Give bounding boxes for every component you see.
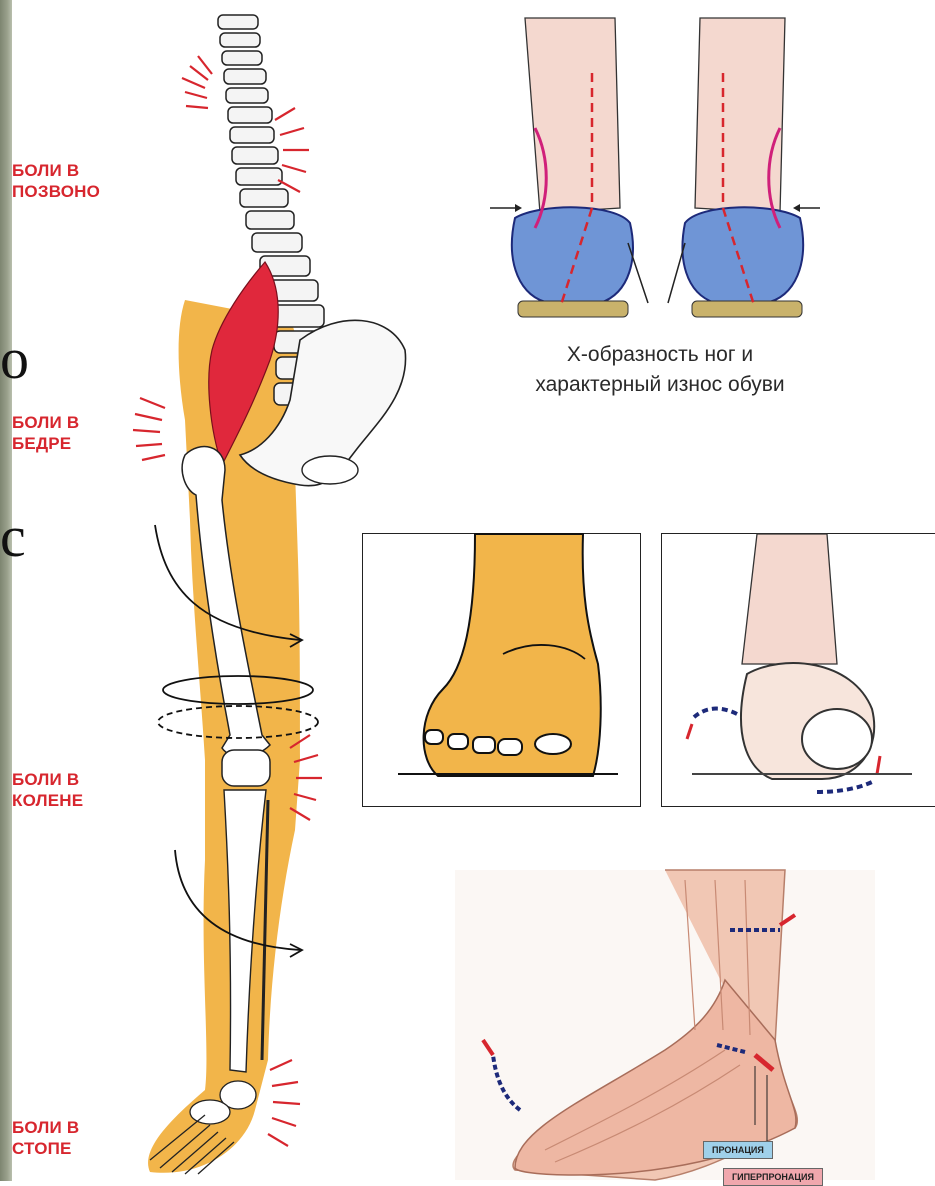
caption-line-2: характерный износ обуви xyxy=(470,370,850,400)
pain-label-hip: БОЛИ В БЕДРЕ xyxy=(12,412,79,454)
flat-foot-illustration xyxy=(363,534,642,808)
flat-foot-panel xyxy=(362,533,641,807)
hyperpronation-tag: ГИПЕРПРОНАЦИЯ xyxy=(723,1168,823,1186)
caption-line-1: Х-образность ног и xyxy=(470,340,850,370)
pain-label-foot: БОЛИ В СТОПЕ xyxy=(12,1117,79,1159)
heel-pronation-illustration xyxy=(662,534,935,808)
pain-label-knee: БОЛИ В КОЛЕНЕ xyxy=(12,769,83,811)
legs-shoe-wear-illustration xyxy=(480,8,860,333)
x-legs-caption: Х-образность ног и характерный износ обу… xyxy=(470,340,850,400)
foot-pronation-illustration xyxy=(455,870,875,1180)
heel-pronation-panel xyxy=(661,533,935,807)
pronation-tag: ПРОНАЦИЯ xyxy=(703,1141,773,1159)
pain-label-spine: БОЛИ В ПОЗВОНО xyxy=(12,160,100,202)
